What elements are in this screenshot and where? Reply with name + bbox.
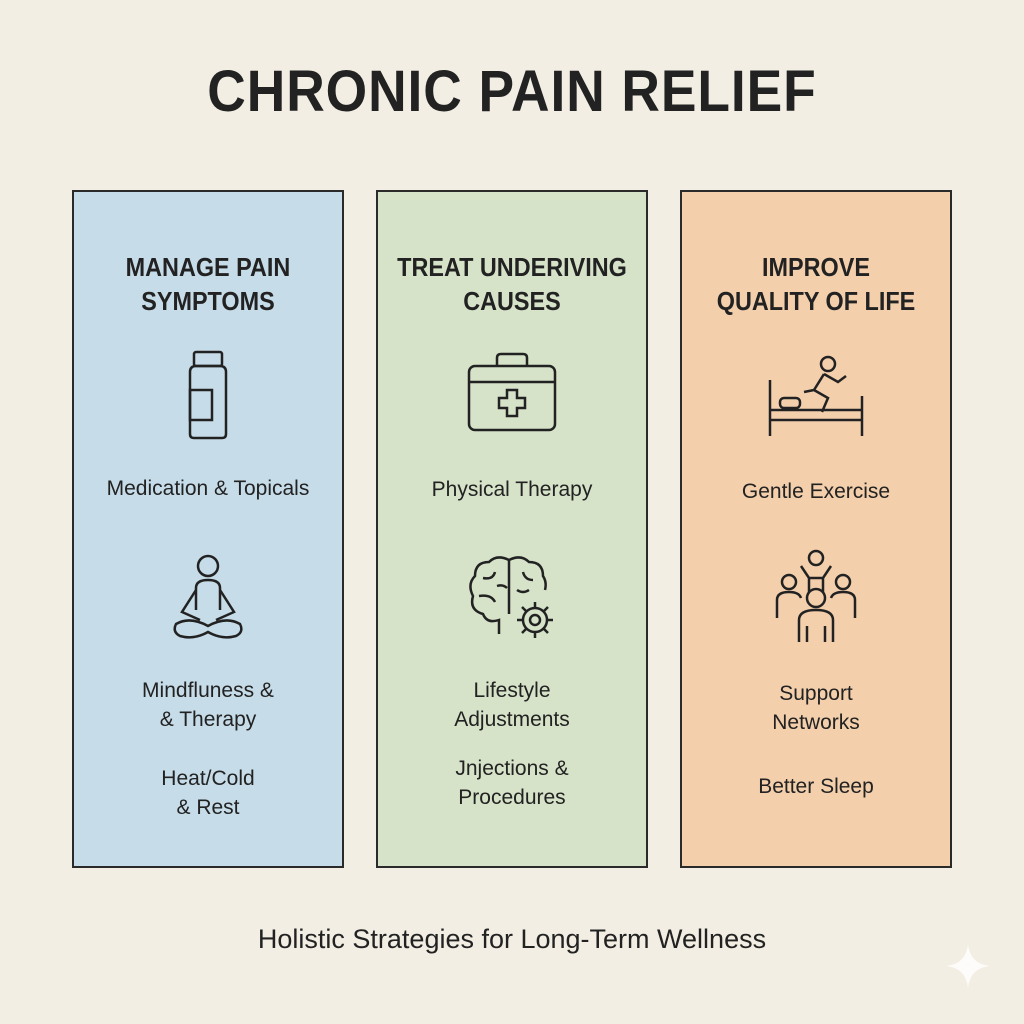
- label-line: Jnjections &: [455, 757, 569, 780]
- heading-line: CAUSES: [463, 286, 561, 316]
- panel-heading: TREAT UNDERIVING CAUSES: [391, 250, 632, 318]
- heading-line: QUALITY OF LIFE: [716, 286, 916, 316]
- meditation-icon: [173, 554, 243, 639]
- label-line: Procedures: [458, 786, 566, 809]
- heading-line: TREAT UNDERIVING: [397, 252, 627, 282]
- item-label: Lifestyle Adjustments: [378, 676, 646, 734]
- subtitle: Holistic Strategies for Long-Term Wellne…: [257, 924, 767, 954]
- panel-heading: MANAGE PAIN SYMPTOMS: [87, 250, 328, 318]
- item-label: Mindfluness & & Therapy: [74, 676, 342, 734]
- label-line: Networks: [772, 711, 860, 734]
- panel-heading: IMPROVE QUALITY OF LIFE: [695, 250, 936, 318]
- label-line: Gentle Exercise: [741, 480, 891, 503]
- first-aid-kit-icon: [467, 352, 557, 432]
- sparkle-icon: [946, 944, 990, 988]
- label-line: Support: [779, 682, 853, 705]
- label-line: & Therapy: [159, 708, 257, 731]
- exercise-bed-icon: [768, 355, 864, 436]
- panel-treat-underlying-causes: TREAT UNDERIVING CAUSES Physical Therapy…: [376, 190, 648, 868]
- item-label: Physical Therapy: [378, 475, 646, 504]
- label-line: Physical Therapy: [431, 478, 593, 501]
- label-line: Heat/Cold: [161, 767, 255, 790]
- panel-improve-quality-of-life: IMPROVE QUALITY OF LIFE Gentle Exercise …: [680, 190, 952, 868]
- item-label: Jnjections & Procedures: [378, 754, 646, 812]
- medicine-bottle-icon: [188, 350, 228, 440]
- label-line: Lifestyle: [473, 679, 551, 702]
- item-label: Support Networks: [682, 679, 950, 737]
- item-label: Better Sleep: [682, 772, 950, 801]
- label-line: & Rest: [176, 796, 240, 819]
- page-title: CHRONIC PAIN RELIEF: [207, 59, 817, 124]
- item-label: Medication & Topicals: [74, 474, 342, 503]
- group-people-icon: [775, 549, 857, 642]
- label-line: Medication & Topicals: [106, 477, 310, 500]
- panel-manage-pain-symptoms: MANAGE PAIN SYMPTOMS Medication & Topica…: [72, 190, 344, 868]
- heading-line: MANAGE PAIN: [125, 252, 291, 282]
- label-line: Mindfluness &: [142, 679, 274, 702]
- heading-line: SYMPTOMS: [141, 286, 275, 316]
- brain-gear-icon: [469, 556, 553, 638]
- heading-line: IMPROVE: [762, 252, 870, 282]
- label-line: Adjustments: [454, 708, 570, 731]
- item-label: Gentle Exercise: [682, 477, 950, 506]
- item-label: Heat/Cold & Rest: [74, 764, 342, 822]
- label-line: Better Sleep: [758, 775, 874, 798]
